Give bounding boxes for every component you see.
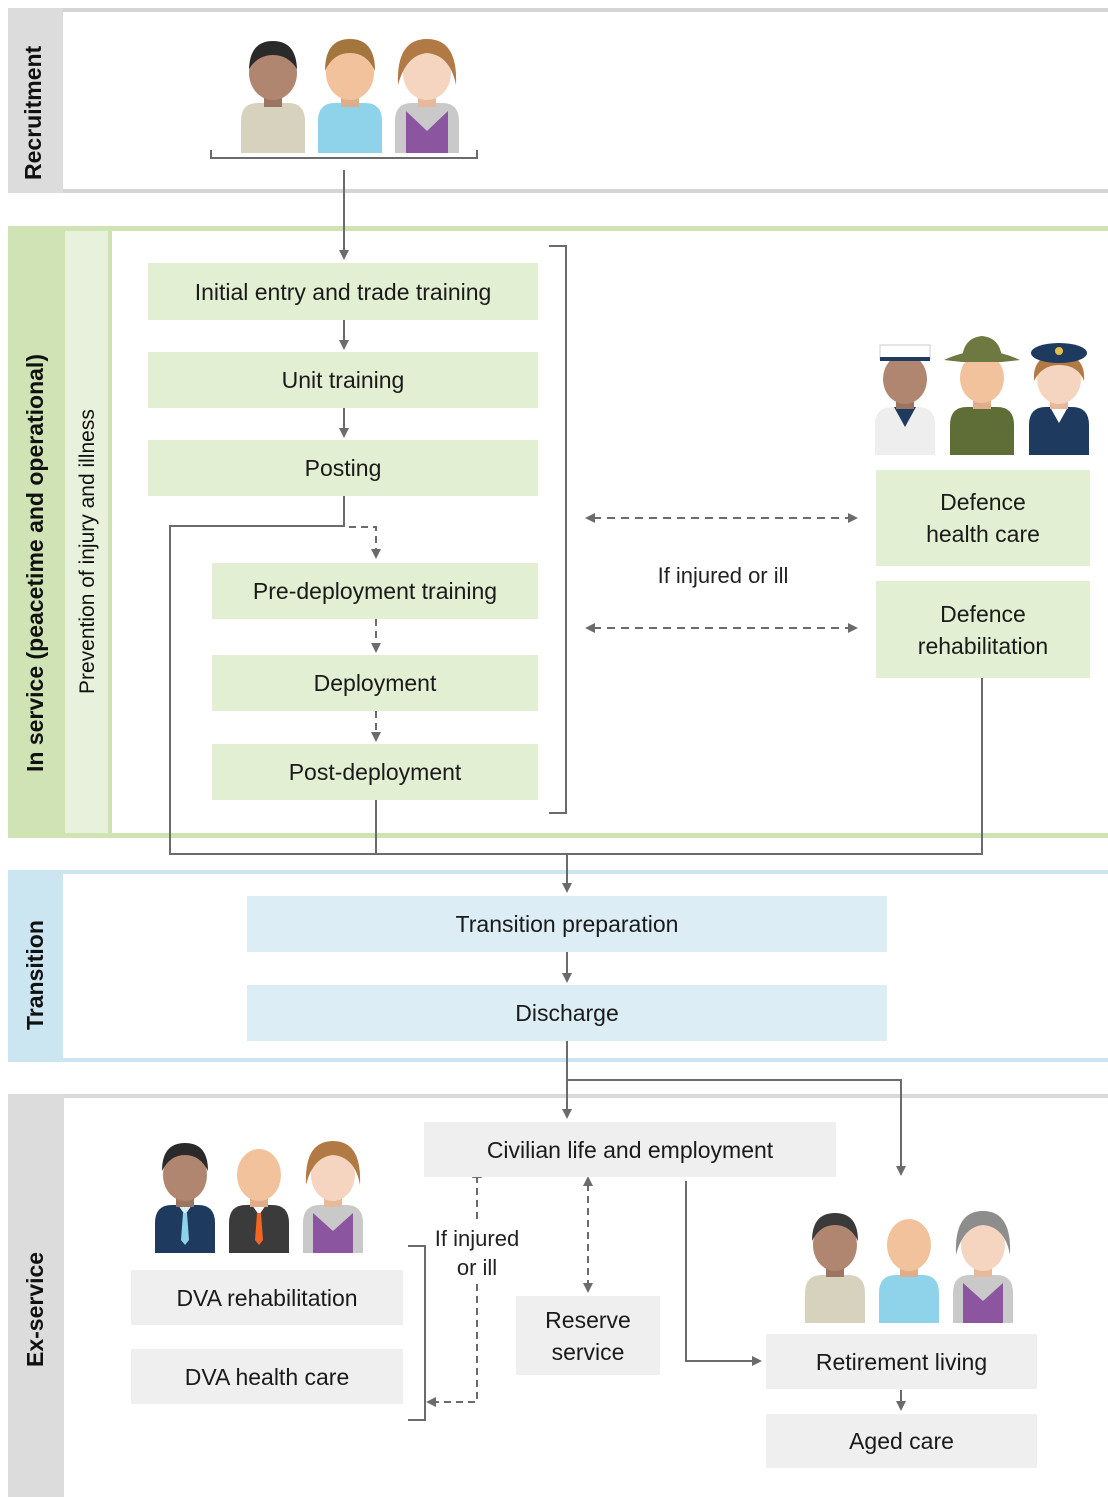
discharge-box: Discharge [247, 985, 887, 1041]
air-force-officer-icon [1029, 343, 1089, 455]
defence-health-care-box: Defence health care [876, 470, 1090, 566]
dva-health-care-box: DVA health care [131, 1349, 403, 1404]
ex-service-if-injured-label: If injured or ill [429, 1224, 525, 1282]
deployment-box: Deployment [212, 655, 538, 711]
senior-person-icon [879, 1219, 939, 1323]
recruitment-band [8, 8, 1108, 193]
recruit-person-icon [241, 41, 305, 153]
posting-box: Posting [148, 440, 538, 496]
reserve-service-box: Reserve service [516, 1296, 660, 1375]
senior-person-icon [953, 1211, 1013, 1323]
transition-preparation-box: Transition preparation [247, 896, 887, 952]
post-deployment-box: Post-deployment [212, 744, 538, 800]
navy-sailor-icon [875, 344, 935, 455]
if-injured-label: If injured or ill [657, 563, 789, 588]
initial-training-box: Initial entry and trade training [148, 263, 538, 320]
ex-service-band [8, 1094, 1108, 1497]
army-soldier-icon [944, 336, 1020, 455]
unit-training-box: Unit training [148, 352, 538, 408]
in-service-sidebar [8, 226, 65, 838]
veteran-person-icon [229, 1149, 289, 1253]
recruit-person-icon [318, 39, 382, 153]
defence-rehabilitation-box: Defence rehabilitation [876, 581, 1090, 678]
civilian-life-box: Civilian life and employment [424, 1122, 836, 1177]
ex-service-sidebar [8, 1094, 64, 1497]
recruit-person-icon [395, 39, 459, 153]
recruitment-sidebar [8, 8, 63, 193]
aged-care-box: Aged care [766, 1414, 1037, 1468]
prevention-sidebar [65, 231, 112, 833]
in-service-band [8, 226, 1108, 838]
pre-deployment-box: Pre-deployment training [212, 563, 538, 619]
veteran-person-icon [155, 1143, 215, 1253]
transition-band [8, 870, 1108, 1062]
veteran-person-icon [303, 1141, 363, 1253]
dva-rehabilitation-box: DVA rehabilitation [131, 1270, 403, 1325]
retirement-living-box: Retirement living [766, 1334, 1037, 1389]
transition-sidebar [8, 870, 63, 1062]
senior-person-icon [805, 1213, 865, 1323]
